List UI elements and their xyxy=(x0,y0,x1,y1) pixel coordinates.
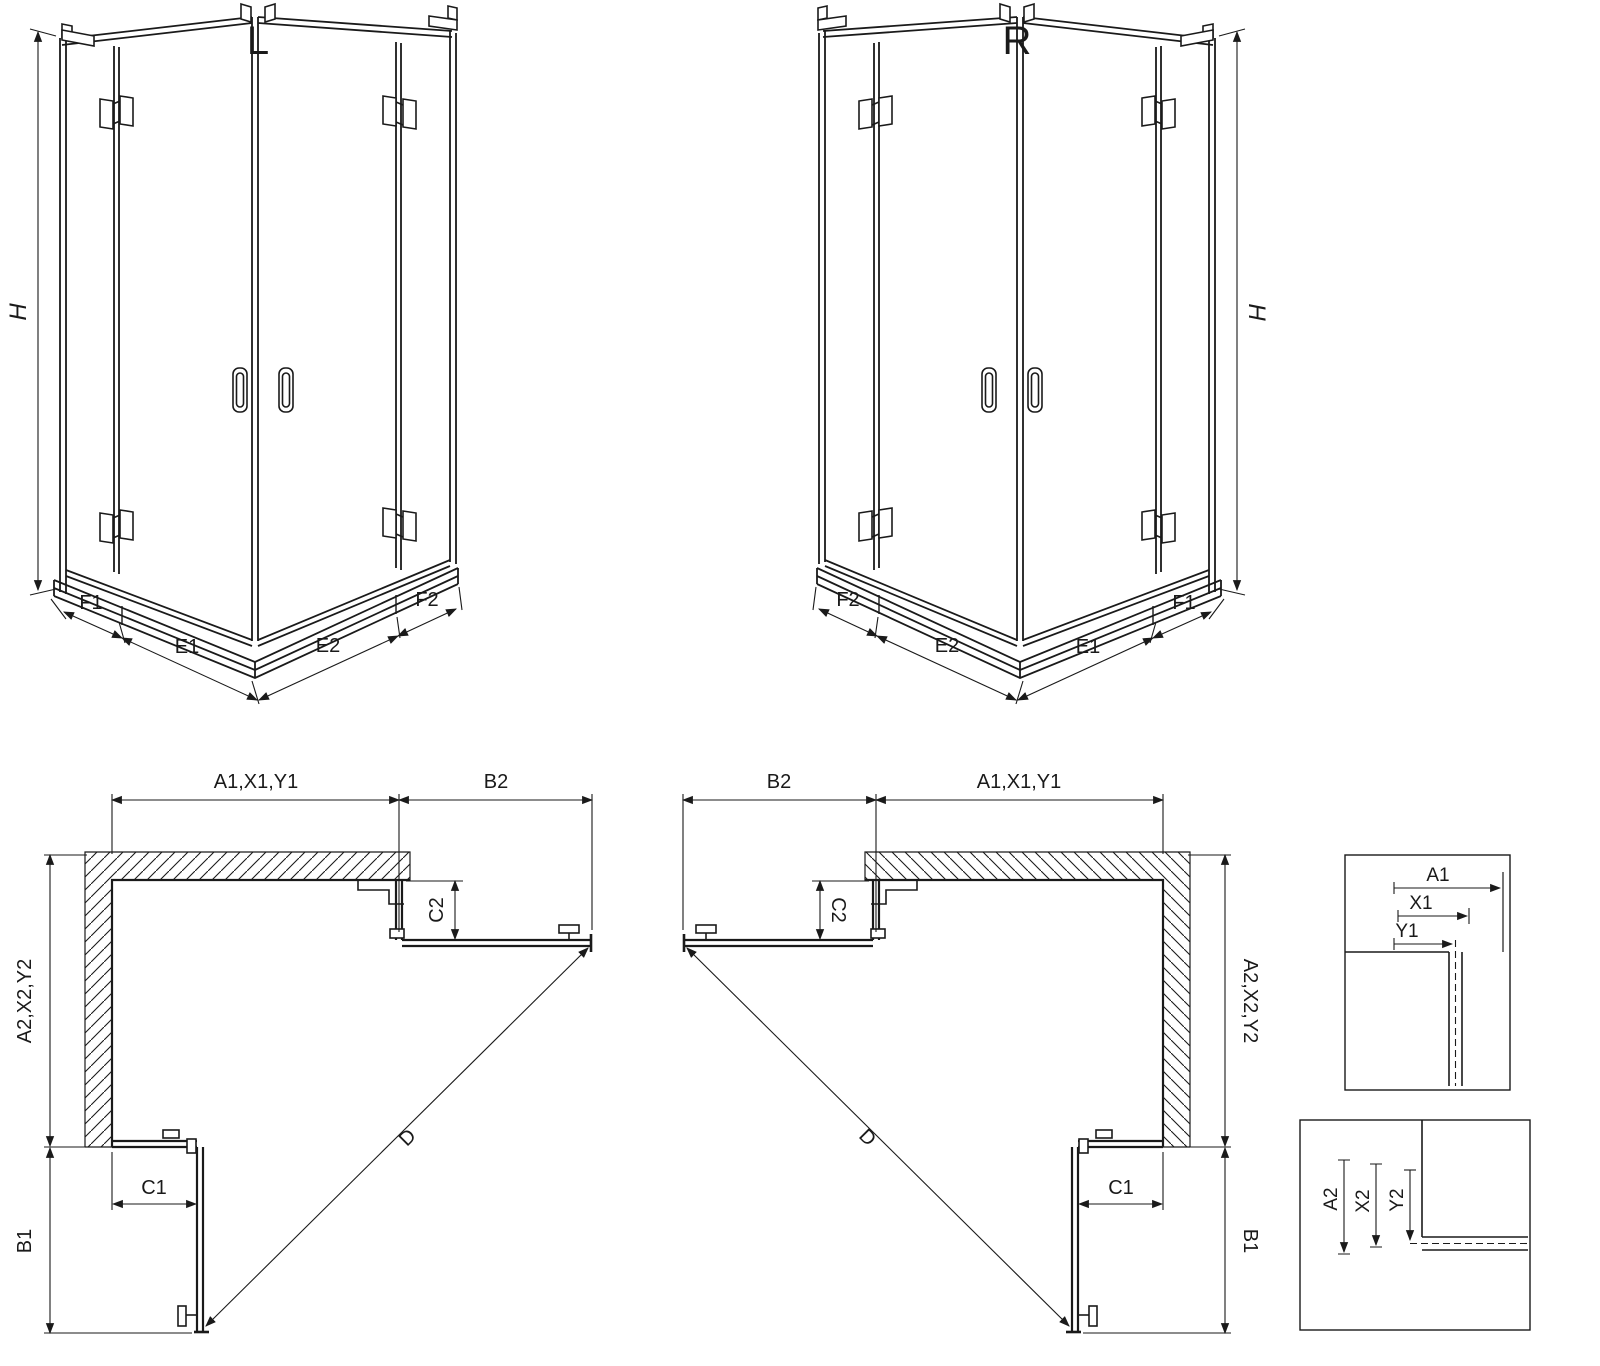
hinge-right-top-plate xyxy=(402,98,417,130)
iso-left-dim-f2-label: F2 xyxy=(415,589,438,611)
detail-bottom-x2-label: X2 xyxy=(1353,1189,1374,1212)
hinge-right-top-pins xyxy=(395,101,404,126)
door-handle-right-grip xyxy=(281,372,291,408)
plan-right-dim-a2-label: A2,X2,Y2 xyxy=(1239,959,1261,1044)
plan-right-dim-c2-label: C2 xyxy=(827,897,849,923)
right-door-hinge xyxy=(389,928,405,939)
iso-left-dim-f1-label: F1 xyxy=(79,592,102,614)
wall-hatch-top xyxy=(85,852,410,880)
plan-right-dim-a1-label: A1,X1,Y1 xyxy=(977,771,1062,793)
hinge-left-top xyxy=(99,98,114,130)
hinge-left-top-pins xyxy=(112,100,121,125)
right-panel-wall-bracket xyxy=(357,881,404,905)
detail-bottom-y2-label: Y2 xyxy=(1387,1188,1408,1211)
bottom-door-handle xyxy=(177,1305,187,1327)
bottom-door-open xyxy=(195,1147,205,1332)
plan-left-dim-b2-label: B2 xyxy=(484,771,508,793)
iso-left-dim-h-label: H xyxy=(5,303,32,321)
iso-right-dim-e2-label: E2 xyxy=(935,635,959,657)
plan-left-dim-c2-label: C2 xyxy=(426,897,448,923)
right-panel-wall-profile xyxy=(449,30,457,564)
bottom-door-hinge xyxy=(186,1138,197,1154)
hinge-right-top xyxy=(382,95,397,127)
bottom-fixed-panel xyxy=(112,1139,197,1149)
detail-top-profile xyxy=(1448,952,1463,1086)
detail-top-x1-label: X1 xyxy=(1409,893,1432,914)
bracket-top-left-plate xyxy=(61,29,95,47)
wall-inner-faces xyxy=(110,878,410,1147)
bracket-top-right-plate xyxy=(428,15,458,31)
detail-top-border xyxy=(1344,854,1511,1091)
hinge-right-bottom-pins xyxy=(395,513,404,538)
detail-box-bottom xyxy=(1299,1119,1531,1331)
plan-left-dim-b1-label: B1 xyxy=(14,1229,36,1253)
dim-f1-line xyxy=(62,611,124,639)
right-panel-top-edge xyxy=(257,16,453,38)
iso-left-title: L xyxy=(247,19,269,63)
iso-view-left-geometry xyxy=(29,2,463,705)
iso-right-dim-h-label: H xyxy=(1243,303,1270,321)
left-panel-wall-profile xyxy=(59,38,67,594)
hinge-left-bottom xyxy=(99,512,114,544)
wall-hatch-left xyxy=(85,880,112,1147)
detail-bottom-profile xyxy=(1422,1236,1528,1251)
right-panel-bottom-edge xyxy=(257,559,451,647)
detail-top-a1-label: A1 xyxy=(1426,865,1449,886)
right-panel-door-stile xyxy=(395,42,402,570)
bottom-panel-wall-bracket xyxy=(162,1129,180,1139)
left-panel-door-stile xyxy=(113,46,120,574)
dim-h-extensions xyxy=(29,28,57,596)
plan-right-dim-b2-label: B2 xyxy=(767,771,791,793)
right-door-handle xyxy=(558,924,580,934)
bracket-top-right xyxy=(447,5,458,21)
iso-right-dim-f2-label: F2 xyxy=(836,589,859,611)
hinge-right-bottom xyxy=(382,507,397,539)
dim-e1-line xyxy=(121,637,258,701)
door-handle-left-grip xyxy=(235,372,245,408)
detail-bottom-border xyxy=(1299,1119,1531,1331)
plan-view-left-geometry xyxy=(44,794,594,1335)
hinge-right-bottom-plate xyxy=(402,510,417,542)
hinge-left-bottom-pins xyxy=(112,514,121,539)
plan-left-dim-c1-label: C1 xyxy=(141,1177,167,1199)
iso-right-dim-e1-label: E1 xyxy=(1076,636,1100,658)
iso-left-dim-e1-label: E1 xyxy=(175,636,199,658)
plan-right-dim-c1-label: C1 xyxy=(1108,1177,1134,1199)
iso-right-title: R xyxy=(1003,19,1032,63)
hinge-left-bottom-plate xyxy=(119,509,134,541)
bracket-corner-right xyxy=(264,2,276,24)
detail-bottom-a2-label: A2 xyxy=(1321,1187,1342,1210)
right-door-open xyxy=(402,938,591,948)
plan-left-dim-a1-label: A1,X1,Y1 xyxy=(214,771,299,793)
dim-e2-line xyxy=(258,635,399,701)
detail-top-y1-label: Y1 xyxy=(1395,921,1418,942)
iso-right-dim-f1-label: F1 xyxy=(1172,592,1195,614)
corner-stiles xyxy=(251,17,259,641)
plan-right-dim-b1-label: B1 xyxy=(1239,1229,1261,1253)
hinge-left-top-plate xyxy=(119,95,134,127)
left-panel-bottom-edge xyxy=(65,569,253,647)
dim-d-line xyxy=(205,947,589,1327)
bracket-corner-left xyxy=(240,2,252,24)
wall-outer-outline xyxy=(84,851,411,1147)
dim-f2-line xyxy=(397,608,457,637)
detail-box-top xyxy=(1344,854,1511,1091)
iso-left-dim-e2-label: E2 xyxy=(316,635,340,657)
plan-left-dim-a2-label: A2,X2,Y2 xyxy=(14,959,36,1044)
